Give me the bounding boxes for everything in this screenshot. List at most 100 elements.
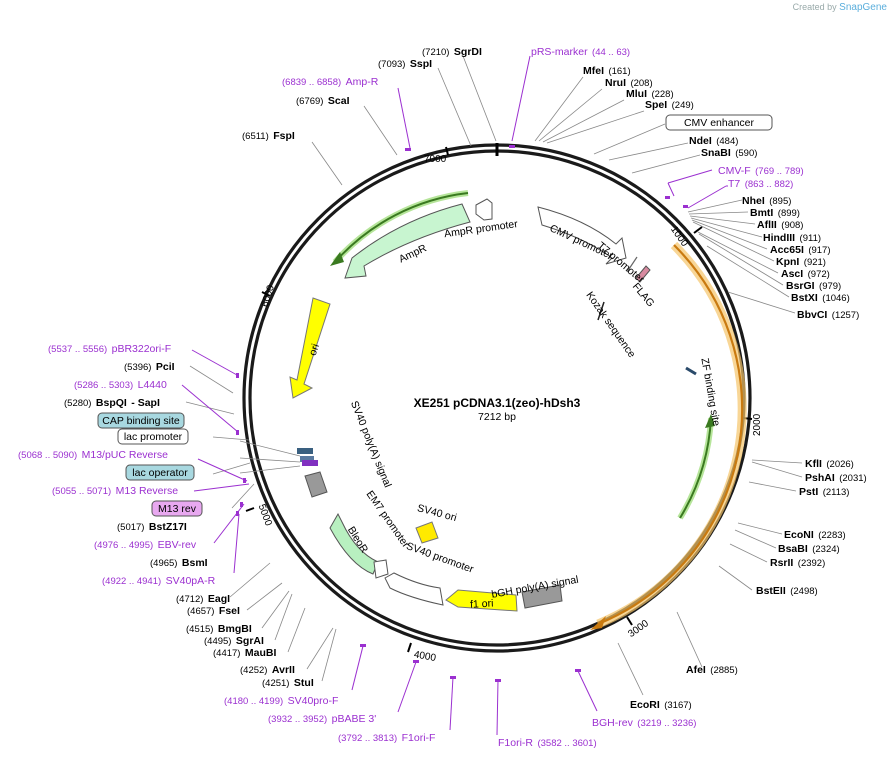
enzyme-kpni: KpnI (776, 256, 799, 268)
enzyme-acc65i: Acc65I (770, 244, 804, 256)
leader-lines (185, 55, 803, 696)
svg-text:AflII (908): AflII (908) (757, 215, 803, 232)
svg-text:MluI (228): MluI (228) (626, 84, 674, 101)
enzyme-fsei: FseI (219, 605, 240, 617)
sv40-promoter-feature (384, 572, 444, 606)
ampr-feature (344, 203, 471, 279)
primer-bgh-rev: BGH-rev (592, 717, 634, 729)
label-sv40-ori: SV40 ori (416, 502, 458, 524)
svg-text:(6511) FspI: (6511) FspI (242, 126, 295, 143)
svg-text:(4495) SgrAI: (4495) SgrAI (204, 631, 264, 648)
zf-arc-halo (677, 417, 714, 520)
svg-text:BstEII (2498): BstEII (2498) (756, 581, 818, 598)
tick-6000: 6000 (260, 283, 277, 308)
enzyme-afei: AfeI (686, 664, 706, 676)
primer-sv40pa-r: SV40pA-R (166, 575, 216, 587)
svg-text:EcoNI (2283): EcoNI (2283) (784, 525, 846, 542)
created-by-text: Created by (792, 2, 837, 12)
svg-text:pRS-marker (44 .. 63): pRS-marker (44 .. 63) (531, 42, 630, 59)
enzyme-eagi: EagI (208, 593, 230, 605)
f1-ori-feature (445, 589, 518, 612)
label-flag: FLAG (630, 281, 657, 310)
svg-text:KpnI (921): KpnI (921) (776, 252, 826, 269)
tick-5000: 5000 (256, 503, 274, 528)
svg-text:(5017) BstZ17I: (5017) BstZ17I (117, 517, 187, 534)
zf-arc-arrowhead (705, 414, 715, 428)
sv40-polya-c (302, 460, 318, 466)
sv40-polya-feature (304, 471, 328, 498)
t7-promoter-feature (626, 256, 638, 273)
brand-name: SnapGene (839, 2, 887, 13)
cmv-promoter-feature (537, 206, 627, 265)
amp-arc-arrowhead (330, 252, 344, 266)
enzyme-aflii: AflII (757, 219, 777, 231)
kozak-feature (597, 301, 605, 321)
box-m13-rev: M13 rev (158, 503, 197, 515)
enzyme-ecori: EcoRI (630, 699, 660, 711)
enzyme-sspi: SspI (410, 58, 432, 70)
flag-feature (635, 265, 651, 283)
svg-text:PstI (2113): PstI (2113) (799, 482, 849, 499)
primer-f1ori-f: F1ori-F (402, 732, 436, 744)
svg-text:NruI (208): NruI (208) (605, 73, 653, 90)
svg-text:AfeI (2885): AfeI (2885) (686, 660, 738, 677)
svg-text:(4417) MauBI: (4417) MauBI (213, 643, 277, 660)
svg-text:HindIII (911): HindIII (911) (763, 228, 821, 245)
enzyme-mfei: MfeI (583, 65, 604, 77)
primer-cmv-f: CMV-F (718, 165, 751, 177)
plasmid-name: XE251 pCDNA3.1(zeo)-hDsh3 (414, 396, 581, 410)
enzyme-fspi: FspI (273, 130, 295, 142)
bgh-polya-feature (521, 584, 563, 609)
enzyme-bsmi: BsmI (182, 557, 208, 569)
cds-arrowhead (590, 616, 606, 630)
svg-text:F1ori-R (3582 .. 3601): F1ori-R (3582 .. 3601) (498, 733, 597, 750)
primer-ebv-rev: EBV-rev (158, 539, 197, 551)
enzyme-kfli: KflI (805, 458, 822, 470)
enzyme-nhei: NheI (742, 195, 765, 207)
zf-feature (685, 366, 697, 376)
bleor-feature (329, 512, 379, 575)
enzyme-hindiii: HindIII (763, 232, 795, 244)
enzyme-bbvci: BbvCI (797, 309, 827, 321)
ampr-promoter-feature (475, 198, 493, 221)
label-zf: ZF binding site (698, 357, 722, 427)
zf-arc (679, 417, 712, 519)
svg-text:(4922 .. 4941) SV40pA-R: (4922 .. 4941) SV40pA-R (102, 571, 216, 588)
svg-text:Acc65I (917): Acc65I (917) (770, 240, 831, 257)
svg-text:BGH-rev (3219 .. 3236): BGH-rev (3219 .. 3236) (592, 713, 696, 730)
box-cap-binding-site: CAP binding site (102, 415, 180, 427)
svg-text:T7 (863 .. 882): T7 (863 .. 882) (728, 174, 793, 191)
enzyme-labels: (7210) SgrDI (7093) SspI (6769) ScaI (65… (64, 42, 867, 712)
svg-text:AscI (972): AscI (972) (781, 264, 830, 281)
svg-text:SnaBI (590): SnaBI (590) (701, 143, 757, 160)
primer-amp-r: Amp-R (346, 76, 379, 88)
label-em7: EM7 promoter (364, 489, 412, 551)
svg-text:(7210) SgrDI: (7210) SgrDI (422, 42, 482, 59)
enzyme-ndei: NdeI (689, 135, 712, 147)
primer-f1ori-r: F1ori-R (498, 737, 533, 749)
enzyme-stui: StuI (294, 677, 314, 689)
enzyme-nrui: NruI (605, 77, 626, 89)
svg-text:(5280) BspQI - SapI: (5280) BspQI - SapI (64, 393, 160, 410)
sv40-ori-feature (415, 521, 439, 544)
box-cmv-enhancer: CMV enhancer (684, 117, 755, 129)
enzyme-sgrai: SgrAI (236, 635, 264, 647)
svg-text:EcoRI (3167): EcoRI (3167) (630, 695, 692, 712)
enzyme-sapi: SapI (138, 397, 160, 409)
svg-text:NheI (895): NheI (895) (742, 191, 791, 208)
label-sv40-polya: SV40 poly(A) signal (348, 399, 394, 489)
primer-labels: pRS-marker (44 .. 63) (6839 .. 6858) Amp… (18, 42, 804, 750)
enzyme-bstz17i: BstZ17I (149, 521, 187, 533)
enzyme-rsrii: RsrII (770, 557, 793, 569)
tick-2000: 2000 (752, 413, 763, 436)
svg-text:CMV-F (769 .. 789): CMV-F (769 .. 789) (718, 161, 804, 178)
svg-text:(5055 .. 5071) M13 Reverse: (5055 .. 5071) M13 Reverse (52, 481, 178, 498)
svg-text:RsrII (2392): RsrII (2392) (770, 553, 825, 570)
enzyme-bmgbi: BmgBI (218, 623, 252, 635)
svg-text:NdeI (484): NdeI (484) (689, 131, 738, 148)
enzyme-pshai: PshAI (805, 472, 835, 484)
svg-text:BmtI (899): BmtI (899) (750, 203, 800, 220)
plasmid-size: 7212 bp (478, 411, 516, 423)
enzyme-bsteii: BstEII (756, 585, 786, 597)
enzyme-asci: AscI (781, 268, 803, 280)
